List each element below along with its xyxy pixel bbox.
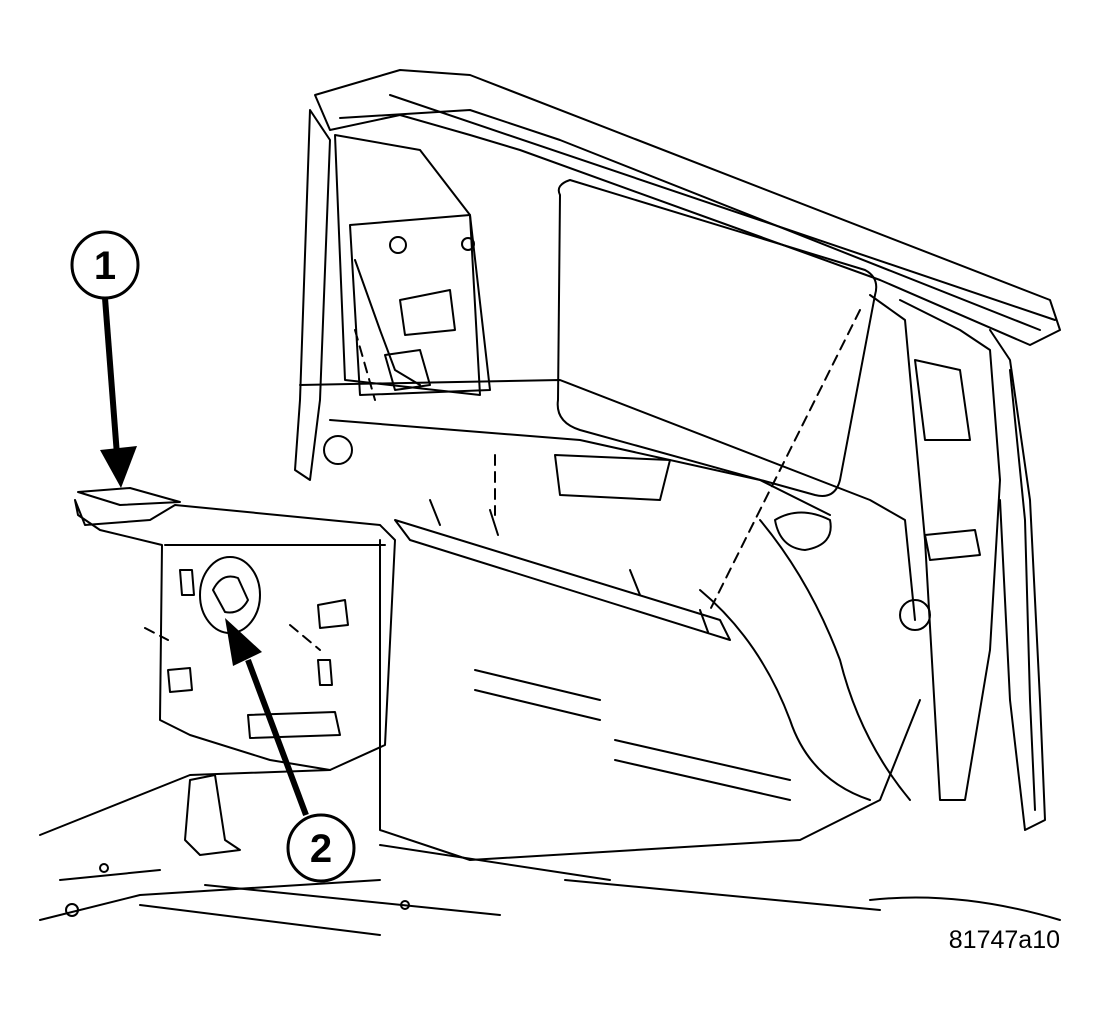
- cargo-floor-edge: [39, 769, 331, 836]
- floor-hole-1: [65, 903, 79, 917]
- quarter-trim-upper: [299, 379, 916, 621]
- floor-rib-3: [379, 844, 611, 881]
- trim-retainer: [317, 659, 333, 686]
- removed-trim-tab: [77, 487, 181, 506]
- trim-clip-left: [167, 667, 193, 693]
- vent-slot-3: [614, 739, 791, 781]
- weatherstrip: [989, 329, 1046, 831]
- mechanism-hole: [389, 236, 407, 254]
- drawing-linework: [39, 69, 1061, 936]
- figure-id: 81747a10: [949, 926, 1060, 954]
- callout-2: 2: [225, 618, 356, 883]
- scuff-sill-teeth: [429, 499, 709, 633]
- mechanism-hole-2: [461, 237, 475, 251]
- callout-2-arrowhead: [225, 618, 262, 666]
- wheelhouse-arc: [869, 896, 1061, 921]
- d-pillar-inner: [334, 134, 481, 396]
- vent-slot-1: [474, 669, 601, 701]
- mechanism-latch: [384, 349, 431, 391]
- cupholder-well: [774, 511, 832, 551]
- seatbelt-guide: [924, 529, 981, 561]
- floor-rib-2: [204, 884, 501, 916]
- trim-mount-boss: [212, 575, 249, 614]
- callout-1: 1: [70, 230, 140, 488]
- floor-bracket: [184, 774, 241, 856]
- trim-clip-tab: [317, 599, 349, 629]
- callout-1-leader: [102, 297, 120, 456]
- d-pillar: [294, 109, 331, 481]
- callout-2-leader: [245, 658, 309, 817]
- c-pillar: [869, 294, 1001, 801]
- trim-fastener-left: [323, 435, 353, 465]
- callout-2-label: 2: [310, 827, 332, 871]
- callout-2-circle: [286, 813, 356, 883]
- callout-1-arrowhead: [100, 446, 137, 488]
- cargo-floor-front: [39, 879, 381, 921]
- quarter-window-opening: [556, 179, 878, 497]
- mechanism-strut: [354, 259, 421, 386]
- quarter-trim-lower: [379, 539, 921, 861]
- alignment-lines: [144, 309, 861, 651]
- callout-1-label: 1: [94, 244, 116, 288]
- trim-clip-bottom: [247, 711, 341, 739]
- trim-retainer-left: [179, 569, 195, 596]
- cupholder-opening: [554, 454, 671, 501]
- floor-rib-1: [139, 904, 381, 936]
- roof-rail-edge: [389, 94, 1056, 321]
- quarter-trim-contour: [699, 589, 871, 801]
- trim-fastener-right: [899, 599, 931, 631]
- roof-rail-inner: [339, 109, 1041, 331]
- quarter-trim-belt: [329, 419, 831, 516]
- vent-slot-4: [614, 759, 791, 801]
- mechanism-bracket: [399, 289, 456, 336]
- roof-rail: [314, 69, 1061, 346]
- trim-cup-recess: [199, 556, 261, 634]
- c-pillar-grab-handle: [914, 359, 971, 441]
- weatherstrip-inner: [1009, 369, 1036, 811]
- floor-hole-2: [400, 900, 410, 910]
- scuff-sill-trim: [394, 519, 731, 641]
- floor-rib-4: [564, 879, 881, 911]
- floor-bolt: [99, 863, 109, 873]
- vent-slot-2: [474, 689, 601, 721]
- floor-rib-5: [59, 869, 161, 881]
- quarter-trim-contour-2: [759, 519, 911, 801]
